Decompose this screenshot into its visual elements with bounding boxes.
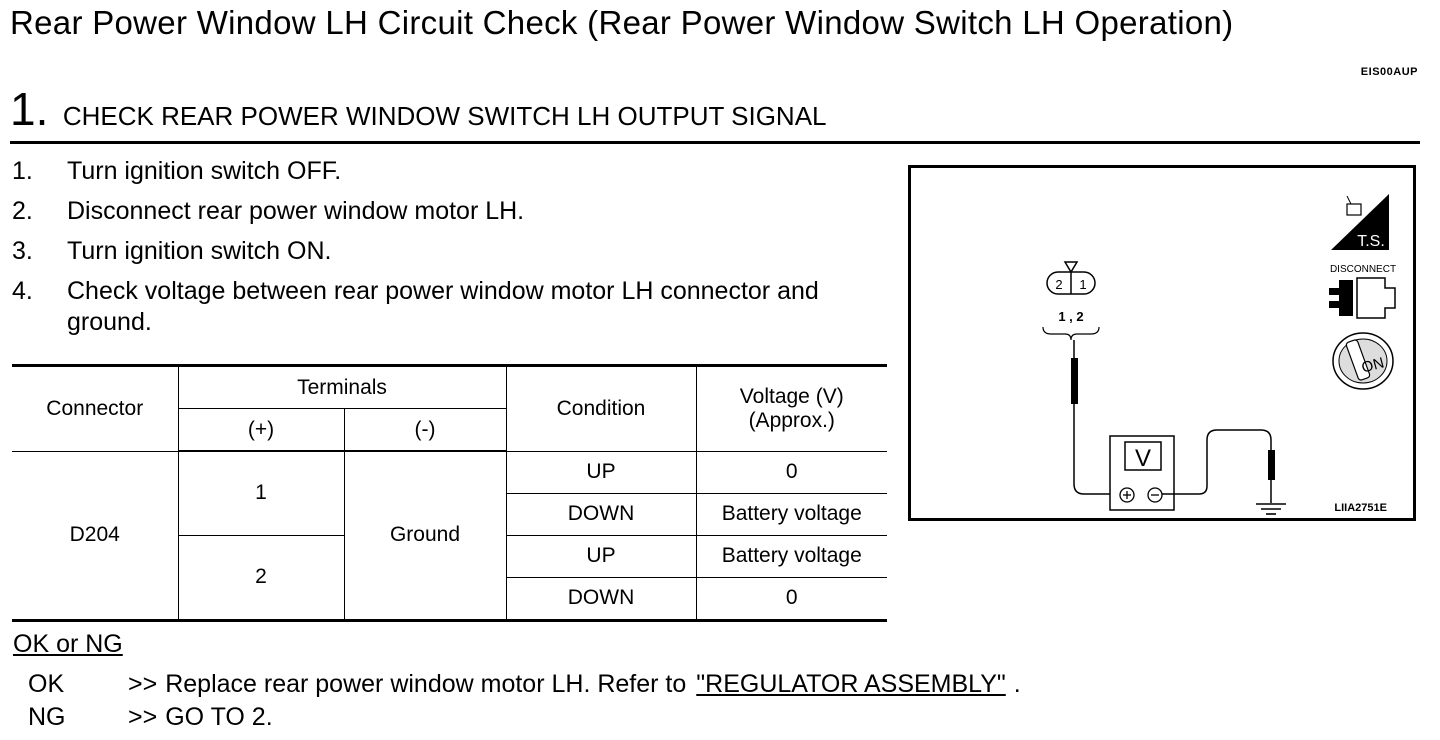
- connector-icon: 2 1: [1046, 261, 1096, 295]
- instruction-text: Turn ignition switch OFF.: [67, 157, 342, 185]
- table-row: D204 1 Ground UP 0: [12, 450, 887, 621]
- ng-result: NG >> GO TO 2.: [28, 703, 273, 732]
- header-condition: Condition: [505, 365, 697, 452]
- condition-cell: DOWN: [506, 576, 697, 621]
- ok-arrow: >>: [128, 670, 158, 698]
- instruction-item: 2. Disconnect rear power window motor LH.: [12, 196, 902, 227]
- section-code: EIS00AUP: [1360, 66, 1418, 78]
- disconnect-icon: DISCONNECT: [1329, 264, 1396, 319]
- voltage-cell: 0: [695, 576, 887, 621]
- page-title: Rear Power Window LH Circuit Check (Rear…: [10, 4, 1234, 41]
- figure-id: LIIA2751E: [1334, 502, 1387, 514]
- condition-cell: UP: [505, 534, 697, 578]
- instruction-number: 3.: [12, 237, 33, 265]
- disconnect-label: DISCONNECT: [1330, 264, 1396, 275]
- instruction-number: 2.: [12, 197, 33, 225]
- table-row: DOWN Battery voltage: [12, 492, 887, 536]
- header-voltage: Voltage (V) (Approx.): [695, 365, 887, 452]
- ts-icon: T.S.: [1331, 194, 1389, 250]
- connector-cell: D204: [12, 450, 179, 621]
- voltage-cell: 0: [695, 450, 887, 494]
- header-terminals: Terminals: [177, 365, 507, 409]
- step-number: 1.: [10, 83, 49, 135]
- step-header: 1. CHECK REAR POWER WINDOW SWITCH LH OUT…: [10, 84, 827, 134]
- table-row: DOWN 0: [12, 576, 887, 621]
- header-plus: (+): [178, 408, 345, 452]
- circuit-figure: 2 1 1 , 2 V: [908, 165, 1416, 521]
- ng-arrow: >>: [128, 703, 158, 731]
- voltage-cell: Battery voltage: [695, 492, 887, 536]
- header-connector: Connector: [12, 365, 179, 452]
- ignition-on-icon: ON: [1332, 332, 1394, 390]
- instruction-text: Check voltage between rear power window …: [67, 277, 819, 336]
- instruction-text: Turn ignition switch ON.: [67, 237, 332, 265]
- on-label: ON: [1360, 354, 1386, 376]
- instruction-item: 1. Turn ignition switch OFF.: [12, 156, 902, 187]
- pin-label: 1 , 2: [1058, 309, 1083, 324]
- ng-key: NG: [28, 703, 66, 731]
- terminal-cell: 1: [177, 450, 345, 536]
- instruction-text: Disconnect rear power window motor LH.: [67, 197, 525, 225]
- connector-pin: 2: [1055, 277, 1062, 292]
- ok-ng-label: OK or NG: [13, 630, 123, 658]
- ok-key: OK: [28, 670, 65, 698]
- regulator-assembly-link[interactable]: "REGULATOR ASSEMBLY": [696, 670, 1006, 698]
- instruction-number: 1.: [12, 157, 33, 185]
- ts-label: T.S.: [1357, 233, 1385, 250]
- instruction-item: 4. Check voltage between rear power windo…: [12, 276, 902, 338]
- voltmeter-icon: V: [1109, 435, 1175, 511]
- instruction-number: 4.: [12, 277, 33, 305]
- terminal-cell: 2: [178, 534, 345, 621]
- ng-text: GO TO 2.: [165, 703, 273, 731]
- header-divider: [10, 141, 1420, 144]
- ok-end: .: [1013, 670, 1021, 698]
- table-row: 2 UP Battery voltage: [12, 534, 887, 621]
- ok-text: Replace rear power window motor LH. Refe…: [165, 670, 687, 698]
- ok-result: OK >> Replace rear power window motor LH…: [28, 670, 1021, 699]
- step-title: CHECK REAR POWER WINDOW SWITCH LH OUTPUT…: [62, 101, 827, 131]
- instruction-item: 3. Turn ignition switch ON.: [12, 236, 902, 267]
- ground-cell: Ground: [343, 450, 507, 621]
- voltage-cell: Battery voltage: [695, 534, 887, 578]
- header-minus: (-): [343, 408, 506, 452]
- meter-label: V: [1135, 445, 1151, 472]
- voltage-spec-table: Connector Terminals Condition Voltage (V…: [12, 364, 887, 622]
- ground-icon: [1256, 503, 1286, 515]
- circuit-diagram: 2 1 1 , 2 V: [1042, 194, 1396, 515]
- connector-pin: 1: [1079, 277, 1086, 292]
- instruction-list: 1. Turn ignition switch OFF. 2. Disconnect…: [12, 156, 902, 347]
- condition-cell: UP: [505, 450, 697, 494]
- condition-cell: DOWN: [506, 492, 697, 536]
